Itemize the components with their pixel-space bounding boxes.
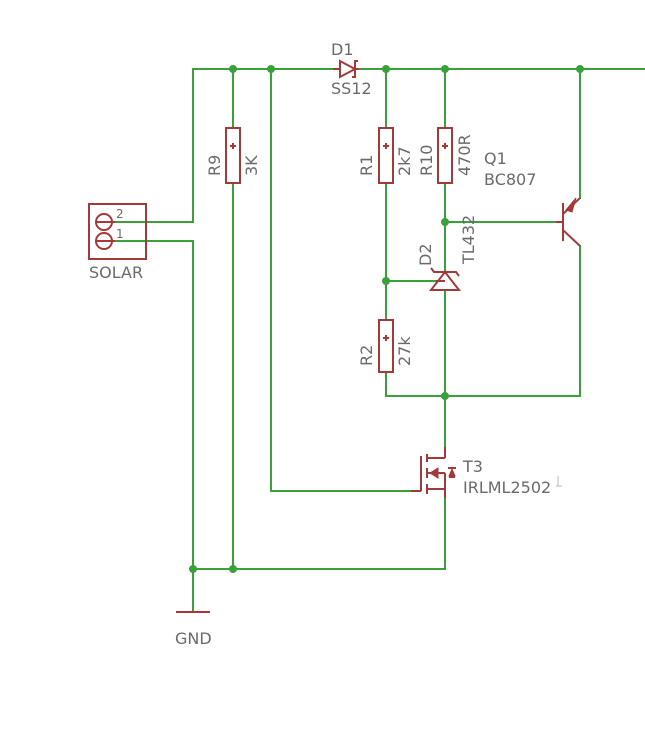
r9-ref: R9: [205, 155, 224, 176]
diode-d1: D1 SS12: [331, 40, 372, 98]
transistor-q1: Q1 BC807: [484, 149, 581, 247]
solar-connector: 2 1 SOLAR: [88, 203, 147, 282]
r10-ref: R10: [417, 145, 436, 176]
resistor-r10: R10 470R: [417, 127, 474, 184]
gnd-label: GND: [175, 629, 212, 648]
connector-name: SOLAR: [89, 263, 143, 282]
q1-ref: Q1: [484, 149, 507, 168]
shunt-reference-d2: D2 TL432: [416, 215, 478, 291]
r2-value: 27k: [395, 336, 414, 366]
pin1-label: 1: [116, 227, 124, 241]
r1-value: 2k7: [395, 146, 414, 176]
pin2-label: 2: [116, 207, 124, 221]
t3-value: IRLML2502: [463, 478, 551, 497]
r9-value: 3K: [242, 155, 261, 176]
resistor-r1: R1 2k7: [357, 127, 414, 184]
d2-value: TL432: [459, 215, 478, 265]
mosfet-t3: T3 IRLML2502: [411, 447, 562, 498]
t3-ref: T3: [462, 457, 483, 476]
d1-value: SS12: [331, 79, 372, 98]
wires: [114, 68, 645, 613]
ground-symbol: GND: [175, 611, 212, 648]
resistor-r2: R2 27k: [357, 319, 414, 373]
d2-ref: D2: [416, 244, 435, 267]
q1-value: BC807: [484, 170, 536, 189]
resistor-r9: R9 3K: [205, 127, 261, 184]
d1-ref: D1: [331, 40, 354, 59]
r2-ref: R2: [357, 345, 376, 366]
r1-ref: R1: [357, 155, 376, 176]
junctions: [189, 65, 584, 573]
r10-value: 470R: [455, 134, 474, 176]
